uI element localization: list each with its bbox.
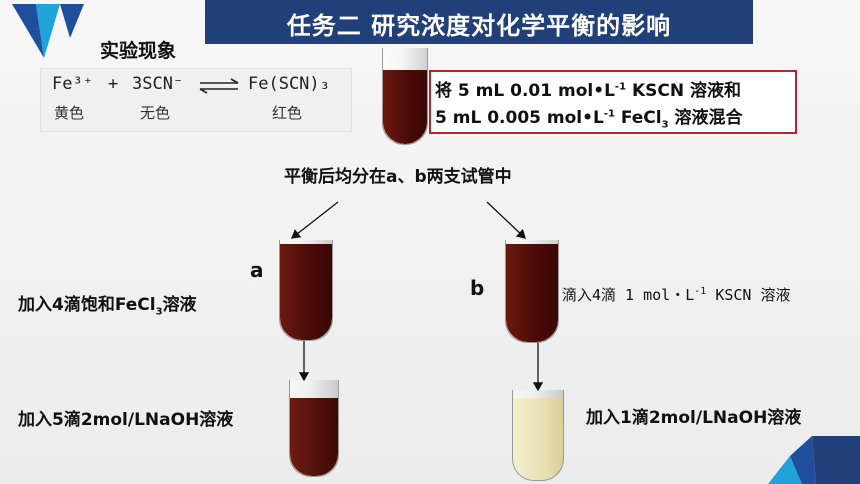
tube-a bbox=[279, 240, 333, 341]
arrow-to-b bbox=[486, 201, 526, 239]
tube-b-step1: 滴入4滴 1 mol・L-1 KSCN 溶液 bbox=[562, 284, 790, 305]
tube-a-letter: a bbox=[250, 258, 264, 282]
species-fe: Fe³⁺ bbox=[52, 74, 93, 94]
mix-instruction-box bbox=[429, 70, 797, 134]
tube-a-step1-pre: 加入4滴饱和FeCl bbox=[18, 295, 156, 315]
arrow-to-a bbox=[290, 201, 339, 239]
tube-a-result bbox=[289, 380, 339, 477]
mix-line2-sup: -1 bbox=[603, 108, 615, 120]
species-scn: 3SCN⁻ bbox=[132, 74, 184, 94]
page-title: 任务二 研究浓度对化学平衡的影响 bbox=[286, 12, 672, 40]
tube-b-result bbox=[512, 390, 564, 481]
tube-a-step2: 加入5滴2mol/LNaOH溶液 bbox=[18, 410, 234, 430]
tube-b bbox=[505, 240, 559, 343]
mix-line1-sup: -1 bbox=[614, 81, 627, 93]
tube-a-liquid bbox=[280, 244, 332, 340]
tube-a-result-liquid bbox=[290, 398, 338, 476]
color-red: 红色 bbox=[272, 104, 303, 122]
mix-line2-mid: FeCl bbox=[614, 108, 662, 128]
color-yellow: 黄色 bbox=[54, 104, 85, 122]
mix-line2-sub: 3 bbox=[661, 119, 669, 131]
split-text: 平衡后均分在a、b两支试管中 bbox=[284, 167, 512, 187]
tube-b-step1-sup: -1 bbox=[694, 286, 707, 297]
tube-b-step1-pre: 滴入4滴 1 mol・L bbox=[562, 286, 695, 304]
plus-sign: + bbox=[108, 74, 119, 94]
mix-line1-post: KSCN 溶液和 bbox=[626, 81, 741, 101]
color-colorless: 无色 bbox=[140, 104, 171, 122]
mix-line-1: 将 5 mL 0.01 mol•L-1 KSCN 溶液和 bbox=[435, 76, 741, 101]
equation-box bbox=[40, 68, 352, 132]
species-fescn3: Fe(SCN)₃ bbox=[248, 74, 330, 94]
tube-a-step1-post: 溶液 bbox=[162, 295, 197, 315]
mix-tube-liquid bbox=[383, 70, 427, 144]
tube-a-step1: 加入4滴饱和FeCl3溶液 bbox=[18, 290, 197, 317]
equilibrium-arrow-icon bbox=[199, 78, 239, 94]
title-bar bbox=[205, 0, 753, 44]
section-label: 实验现象 bbox=[100, 40, 177, 62]
mix-line-2: 5 mL 0.005 mol•L-1 FeCl3 溶液混合 bbox=[435, 103, 743, 130]
tube-b-step1-post: KSCN 溶液 bbox=[706, 286, 791, 304]
logo-corner-icon bbox=[768, 436, 860, 484]
tube-b-liquid bbox=[506, 244, 558, 342]
mix-tube bbox=[382, 48, 428, 145]
tube-b-result-liquid bbox=[513, 398, 563, 480]
tube-b-letter: b bbox=[470, 276, 485, 300]
tube-a-step1-sub: 3 bbox=[155, 306, 163, 318]
mix-line1-pre: 将 5 mL 0.01 mol•L bbox=[435, 81, 615, 101]
mix-line2-pre: 5 mL 0.005 mol•L bbox=[435, 108, 604, 128]
logo-icon bbox=[12, 4, 84, 58]
mix-line2-post: 溶液混合 bbox=[668, 108, 743, 128]
tube-b-step2: 加入1滴2mol/LNaOH溶液 bbox=[586, 408, 802, 428]
